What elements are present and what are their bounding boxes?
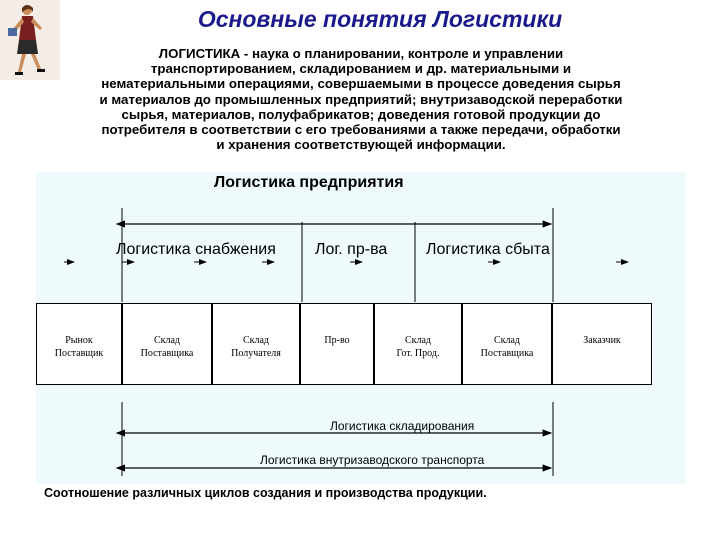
node-receiver-warehouse: Склад Получателя	[212, 303, 300, 385]
figure-caption: Соотношение различных циклов создания и …	[44, 486, 487, 500]
node-customer: Заказчик	[552, 303, 652, 385]
phase-sales-label: Логистика сбыта	[426, 241, 550, 258]
definition-line: нематериальными операциями, совершаемыми…	[101, 76, 621, 92]
definition-line: и материалов до промышленных предприятий…	[99, 91, 623, 107]
definition-line: ЛОГИСТИКА - наука о планировании, контро…	[158, 46, 564, 61]
node-label: Получателя	[231, 348, 281, 359]
node-label: Заказчик	[583, 335, 621, 346]
node-finished-goods-warehouse: Склад Гот. Прод.	[374, 303, 462, 385]
transport-logistics-label: Логистика внутризаводского транспорта	[260, 453, 485, 467]
node-label: Склад	[493, 335, 521, 346]
phase-supply-label: Логистика снабжения	[116, 241, 276, 258]
node-label: Поставщика	[140, 348, 194, 359]
definition-line: и хранения соответствующей информации.	[216, 137, 506, 153]
node-label: Склад	[153, 335, 181, 346]
node-label: Поставщика	[480, 348, 534, 359]
node-supplier-warehouse-2: Склад Поставщика	[462, 303, 552, 385]
logistics-definition: ЛОГИСТИКА - наука о планировании, контро…	[40, 46, 682, 152]
node-label: Гот. Прод.	[396, 348, 440, 359]
node-label: Поставщик	[54, 348, 104, 359]
definition-line: сырья, материалов, полуфабрикатов; довед…	[121, 106, 601, 122]
walking-woman-figure	[0, 0, 60, 80]
node-supplier-warehouse: Склад Поставщика	[122, 303, 212, 385]
node-label: Рынок	[65, 335, 93, 346]
diagram-title: Логистика предприятия	[214, 174, 404, 191]
node-production: Пр-во	[300, 303, 374, 385]
phase-production-label: Лог. пр-ва	[315, 241, 388, 258]
node-market-supplier: Рынок Поставщик	[36, 303, 122, 385]
node-label: Пр-во	[324, 335, 350, 346]
definition-line: потребителя в соответствии с его требова…	[101, 122, 621, 138]
node-label: Склад	[242, 335, 270, 346]
page-title: Основные понятия Логистики	[197, 6, 563, 32]
storage-logistics-label: Логистика складирования	[330, 419, 475, 433]
definition-line: транспортированием, складированием и др.…	[150, 61, 572, 77]
node-label: Склад	[404, 335, 432, 346]
